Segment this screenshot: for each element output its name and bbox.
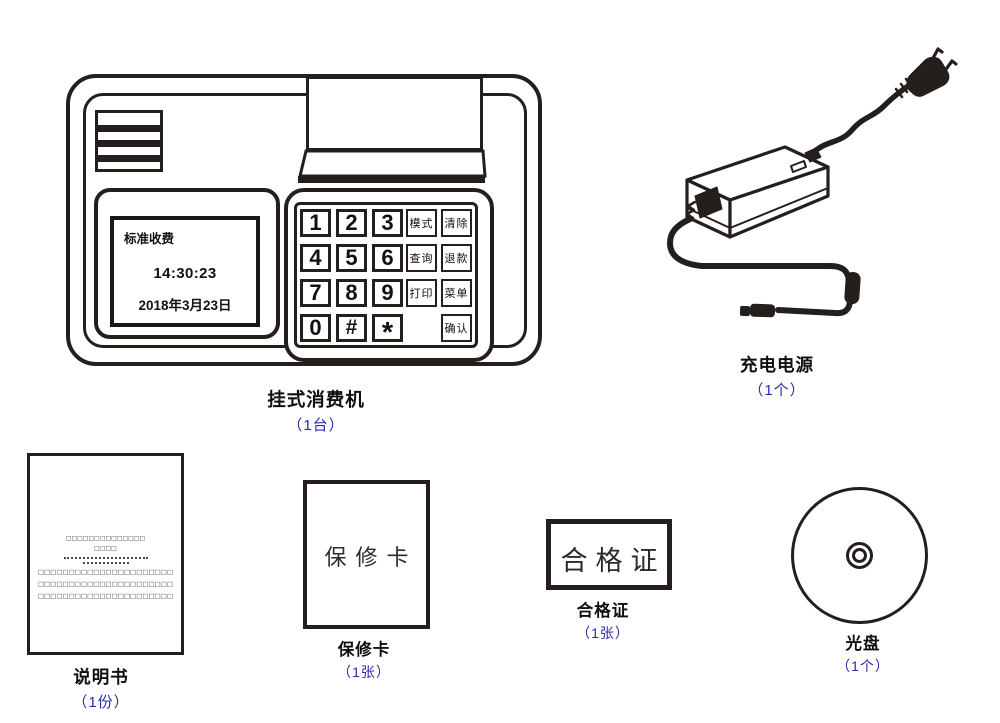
key-8: 8 (336, 279, 367, 307)
dc-connector (749, 303, 776, 318)
plug-prongs (929, 47, 958, 74)
key-0: 0 (300, 314, 331, 342)
manual-caption: 说明书 （1份） (26, 664, 176, 712)
key-query: 查询 (406, 244, 437, 272)
mock-dotted-line (63, 557, 148, 559)
key-6: 6 (372, 244, 403, 272)
ferrite-bead (844, 272, 861, 305)
certificate-illustration: 合格证 (546, 519, 672, 590)
speaker-bar (98, 125, 160, 132)
manual-name: 说明书 (73, 667, 129, 687)
disc-hub-ring (846, 542, 873, 569)
machine-count: （1台） (287, 417, 345, 434)
disc-hole (852, 548, 867, 563)
key-3: 3 (372, 209, 403, 237)
certificate-name: 合格证 (576, 602, 630, 620)
key-mode: 模式 (406, 209, 437, 237)
key-hash: # (336, 314, 367, 342)
display-screen: 标准收费 14:30:23 2018年3月23日 (110, 216, 260, 327)
disc-name: 光盘 (845, 635, 881, 653)
warranty-name: 保修卡 (337, 641, 391, 659)
key-5: 5 (336, 244, 367, 272)
key-9: 9 (372, 279, 403, 307)
manual-cover-text: □□□□□□□□□□□□□□ □□□□ □□□□□□□□□□□□□□□□□□□□… (30, 456, 181, 601)
machine-name: 挂式消费机 (267, 389, 365, 410)
certificate-count: （1张） (576, 625, 630, 641)
warranty-card-title: 保修卡 (324, 545, 418, 570)
adapter-name: 充电电源 (740, 355, 814, 375)
manual-count: （1份） (72, 694, 130, 711)
adapter-count: （1个） (748, 382, 806, 399)
key-clear: 清除 (441, 209, 472, 237)
key-refund: 退款 (441, 244, 472, 272)
speaker-bar (98, 155, 160, 162)
mock-text-line: □□□□□□□□□□□□□□ (65, 535, 146, 542)
screen-tariff-text: 标准收费 (124, 232, 175, 246)
key-2: 2 (336, 209, 367, 237)
disc-count: （1个） (836, 658, 890, 674)
certificate-caption: 合格证 （1张） (528, 597, 678, 643)
key-1: 1 (300, 209, 331, 237)
dc-outlet-port (694, 186, 723, 219)
power-adapter-illustration (667, 47, 958, 318)
mock-dotted-line (82, 562, 129, 564)
machine-caption: 挂式消费机 （1台） (236, 386, 396, 435)
screen-time: 14:30:23 (153, 265, 217, 282)
manual-illustration: □□□□□□□□□□□□□□ □□□□ □□□□□□□□□□□□□□□□□□□□… (27, 453, 184, 655)
ac-plug-icon (906, 56, 950, 97)
disc-caption: 光盘 （1个） (788, 630, 938, 676)
key-7: 7 (300, 279, 331, 307)
warranty-card-illustration: 保修卡 (303, 480, 430, 629)
key-4: 4 (300, 244, 331, 272)
warranty-count: （1张） (337, 664, 391, 680)
key-menu: 菜单 (441, 279, 472, 307)
mock-text-line: □□□□ (94, 545, 117, 552)
keypad-plate-outline (294, 202, 478, 348)
printer-paper-flap (298, 149, 487, 183)
key-star: * (372, 314, 403, 349)
adapter-led-window (790, 160, 807, 173)
screen-date: 2018年3月23日 (138, 298, 232, 313)
printer-paper-slot (306, 76, 483, 151)
dc-cable (667, 216, 853, 317)
mock-text-line: □□□□□□□□□□□□□□□□□□□□□□ (37, 592, 174, 600)
certificate-title: 合格证 (560, 546, 666, 576)
mock-text-line: □□□□□□□□□□□□□□□□□□□□□□ (37, 580, 174, 588)
dc-connector-tip (739, 305, 751, 317)
warranty-caption: 保修卡 （1张） (289, 636, 439, 682)
key-print: 打印 (406, 279, 437, 307)
mock-text-line: □□□□□□□□□□□□□□□□□□□□□□ (37, 568, 174, 576)
ac-cord (810, 81, 914, 156)
ac-inlet (804, 147, 822, 163)
adapter-front-face (728, 165, 830, 239)
speaker-bar (98, 140, 160, 147)
speaker-grille-icon (95, 110, 163, 172)
adapter-caption: 充电电源 （1个） (697, 352, 857, 400)
key-confirm: 确认 (441, 314, 472, 342)
